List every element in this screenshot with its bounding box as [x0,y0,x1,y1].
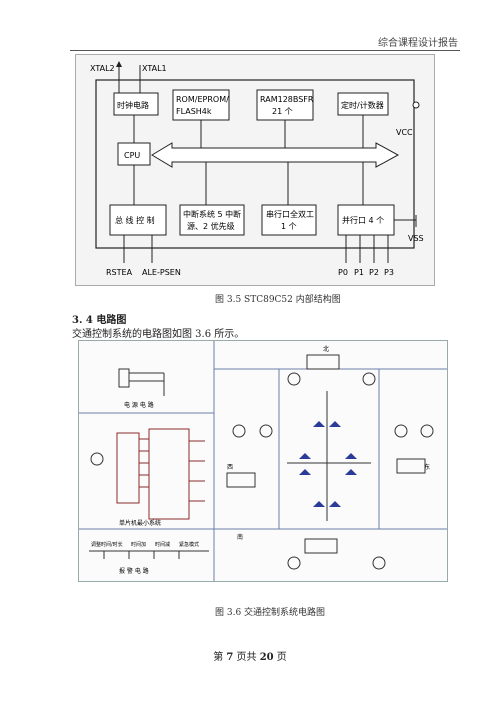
header-title: 综合课程设计报告 [378,38,458,49]
footer-total-pages: 20 [259,652,274,663]
p2-label: P2 [369,268,379,277]
crystal-icon [90,452,104,466]
south-transistor-2-icon [372,556,386,570]
p3-label: P3 [384,268,394,277]
led-west-1-icon [299,453,311,459]
rom-box [172,89,230,121]
west-label: 西 [227,464,233,471]
led-west-2-icon [299,469,311,475]
p1-label: P1 [354,268,364,277]
clock-label: 时钟电路 [117,100,149,110]
power-connector [118,368,130,388]
led-north-2-icon [329,421,341,427]
interrupt-box [179,204,245,236]
power-label: 电 源 电 路 [124,401,154,409]
ale-psen-label: ALE-PSEN [142,268,181,277]
circuit-diagram-svg: 电 源 电 路 单片机最小系统 调整时间/时长 时间加 时间减 紧急模式 报 警… [79,341,447,581]
parallel-label: 并行口 4 个 [342,215,384,225]
north-label: 北 [323,345,329,353]
east-transistor-1-icon [394,424,408,438]
interrupt-label-1: 中断系统 5 中断 [183,209,241,219]
east-label: 东 [424,463,430,471]
ram-label: RAM128BSFR [260,95,314,104]
section-paragraph: 交通控制系统的电路图如图 3.6 所示。 [72,329,245,340]
west-transistor-2-icon [259,424,273,438]
clock-box [113,92,159,116]
vcc-label: VCC [396,128,413,137]
section-heading: 3. 4 电路图 [72,315,127,326]
key-emergency-label: 紧急模式 [179,541,199,548]
south-display [304,538,338,554]
north-display [306,354,340,370]
block-diagram-svg: XTAL2 XTAL1 时钟电路 ROM/EPROM/ FLASH4k RAM1… [90,61,424,277]
led-south-1-icon [313,501,325,507]
serial-label-1: 串行口全双工 [266,209,314,219]
xtal2-arrow-icon [116,61,122,67]
led-south-2-icon [329,501,341,507]
timer-label: 定时/计数器 [341,100,384,110]
footer-suffix: 页 [273,652,287,663]
ram-box [256,89,314,121]
internal-bus-arrow-icon [151,142,400,168]
north-transistor-2-icon [362,372,376,386]
footer-prefix: 第 [213,652,227,663]
north-transistor-1-icon [287,372,301,386]
alarm-label: 报 警 电 路 [119,567,149,575]
bus-control-label: 总 线 控 制 [115,215,155,225]
page-footer: 第 7 页共 20 页 [0,648,500,663]
key-plus-label: 时间加 [131,541,146,548]
east-transistor-2-icon [420,424,434,438]
led-east-1-icon [345,453,357,459]
flash-label: FLASH4k [176,107,212,116]
south-label: 南 [237,533,243,541]
p0-label: P0 [338,268,348,277]
key-adjust-label: 调整时间/时长 [91,541,123,548]
interrupt-label-2: 源、2 优先级 [187,221,235,231]
ram-count-label: 21 个 [272,107,293,116]
serial-label-2: 1 个 [281,222,297,231]
mcu-label: 单片机最小系统 [119,519,161,527]
header-divider [70,50,460,51]
led-north-1-icon [313,421,325,427]
figure1-caption: 图 3.5 STC89C52 内部结构图 [215,295,341,305]
chip-outline [95,79,415,249]
vss-label: VSS [408,234,424,243]
parallel-box [337,204,395,236]
west-transistor-1-icon [232,424,246,438]
resistor-array [116,432,140,504]
cpu-label: CPU [124,151,140,160]
serial-box [261,204,317,236]
figure2-caption: 图 3.6 交通控制系统电路图 [215,608,326,618]
rstea-label: RSTEA [106,268,133,277]
east-display [396,458,426,474]
xtal2-label: XTAL2 [90,64,115,73]
block-diagram-figure: XTAL2 XTAL1 时钟电路 ROM/EPROM/ FLASH4k RAM1… [75,54,435,286]
bus-control-box [109,204,167,236]
vcc-terminal-icon [412,101,420,109]
south-transistor-1-icon [287,556,301,570]
rom-label: ROM/EPROM/ [176,95,229,104]
circuit-diagram-figure: 电 源 电 路 单片机最小系统 调整时间/时长 时间加 时间减 紧急模式 报 警… [78,340,448,582]
xtal1-label: XTAL1 [142,64,167,73]
led-east-2-icon [345,469,357,475]
west-display [226,472,256,488]
key-minus-label: 时间减 [155,541,170,548]
footer-page-number: 7 [226,652,234,663]
mcu-chip [148,428,190,520]
footer-middle: 页共 [233,652,260,663]
